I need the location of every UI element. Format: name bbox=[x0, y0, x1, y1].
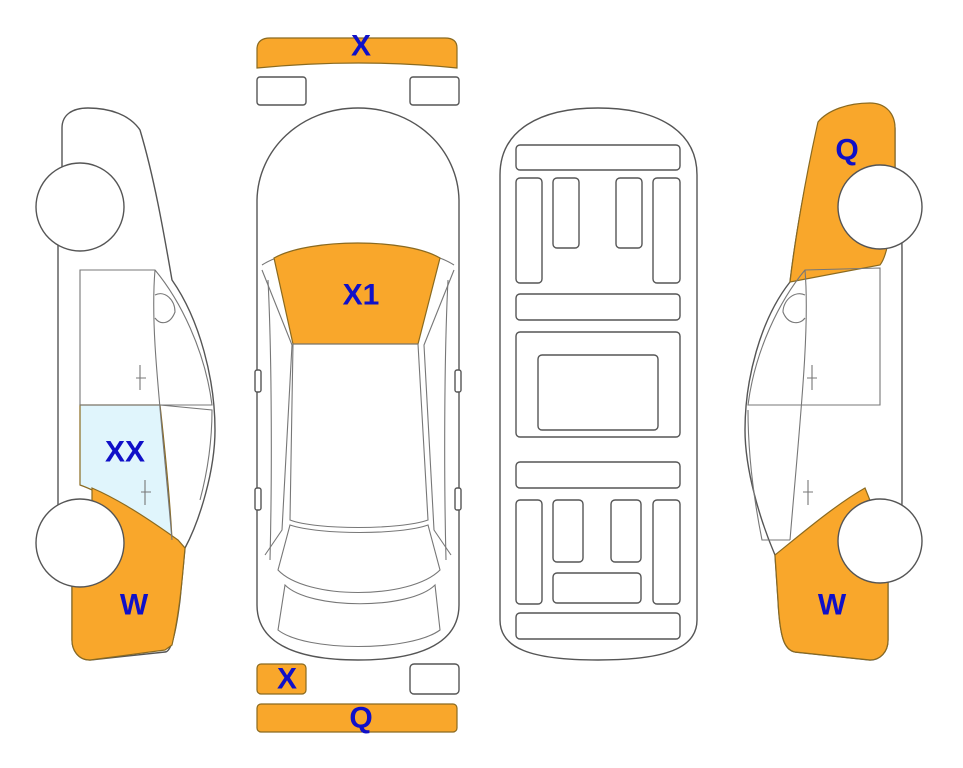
front-bumper-group: X bbox=[256, 30, 458, 69]
floor-panel-9[interactable] bbox=[515, 461, 681, 489]
roof-outline bbox=[289, 343, 429, 529]
windshield-label: X1 bbox=[343, 279, 380, 312]
left-front-window[interactable] bbox=[79, 269, 213, 406]
floor-panel-13[interactable] bbox=[652, 499, 681, 605]
right-rear-handle[interactable] bbox=[454, 487, 462, 511]
right-door-handle-1[interactable] bbox=[807, 365, 817, 390]
left-pillar-line bbox=[261, 269, 293, 556]
left-front-fender-label: W bbox=[120, 589, 149, 622]
right-mirror-side[interactable] bbox=[782, 293, 806, 324]
rear-bumper-label: Q bbox=[349, 702, 372, 735]
right-rear-wheel[interactable] bbox=[837, 164, 923, 250]
floor-panel-8[interactable] bbox=[537, 354, 659, 431]
left-rear-quarter-label: XX bbox=[105, 436, 145, 469]
right-door-edge bbox=[747, 409, 790, 541]
floor-panel-5[interactable] bbox=[652, 177, 681, 284]
right-b-pillar bbox=[789, 269, 807, 541]
windshield-panel[interactable] bbox=[273, 242, 441, 345]
left-door-line bbox=[267, 279, 272, 561]
left-rear-wheel[interactable] bbox=[35, 162, 125, 252]
left-door-handle-2[interactable] bbox=[141, 480, 151, 505]
right-front-window[interactable] bbox=[747, 267, 881, 406]
rear-panel-left-label: X bbox=[277, 663, 297, 696]
floor-panel-11[interactable] bbox=[552, 499, 584, 563]
right-front-fender-label: W bbox=[818, 589, 847, 622]
right-rear-quarter-label: Q bbox=[835, 134, 858, 167]
car-right-side-view: Q W bbox=[744, 102, 923, 661]
floor-panel-3[interactable] bbox=[552, 177, 580, 249]
floor-panel-12[interactable] bbox=[610, 499, 642, 563]
right-front-wheel[interactable] bbox=[837, 498, 923, 584]
car-underbody-view bbox=[499, 107, 698, 661]
right-mirror[interactable] bbox=[454, 369, 462, 393]
left-rear-handle[interactable] bbox=[254, 487, 262, 511]
front-right-light[interactable] bbox=[409, 76, 460, 106]
floor-panel-4[interactable] bbox=[615, 177, 643, 249]
car-left-side-view: XX W bbox=[35, 107, 216, 661]
trunk-lid[interactable] bbox=[277, 583, 441, 648]
car-top-view: X1 bbox=[254, 107, 462, 661]
right-door-handle-2[interactable] bbox=[803, 480, 813, 505]
rear-window[interactable] bbox=[277, 524, 441, 594]
left-door-handle-1[interactable] bbox=[136, 365, 146, 390]
floor-panel-6[interactable] bbox=[515, 293, 681, 321]
front-bumper-label: X bbox=[351, 30, 371, 63]
floor-panel-10[interactable] bbox=[515, 499, 543, 605]
floor-panel-14[interactable] bbox=[552, 572, 642, 604]
left-front-wheel[interactable] bbox=[35, 498, 125, 588]
left-b-pillar bbox=[153, 269, 173, 541]
floor-panel-1[interactable] bbox=[515, 144, 681, 171]
right-door-line bbox=[444, 279, 449, 561]
rear-panel-left-group: X bbox=[256, 663, 307, 696]
left-door-edge bbox=[159, 404, 213, 501]
floor-panel-2[interactable] bbox=[515, 177, 543, 284]
floor-panel-15[interactable] bbox=[515, 612, 681, 640]
front-left-light[interactable] bbox=[256, 76, 307, 106]
right-pillar-line bbox=[423, 269, 455, 556]
rear-panel-left[interactable] bbox=[256, 663, 307, 695]
rear-bumper-panel[interactable] bbox=[256, 703, 458, 733]
rear-right-light[interactable] bbox=[409, 663, 460, 695]
front-bumper-panel[interactable] bbox=[256, 37, 458, 69]
left-mirror[interactable] bbox=[254, 369, 262, 393]
car-top-body bbox=[256, 107, 460, 661]
rear-bumper-group: Q bbox=[256, 702, 458, 735]
left-mirror-side[interactable] bbox=[154, 293, 176, 324]
